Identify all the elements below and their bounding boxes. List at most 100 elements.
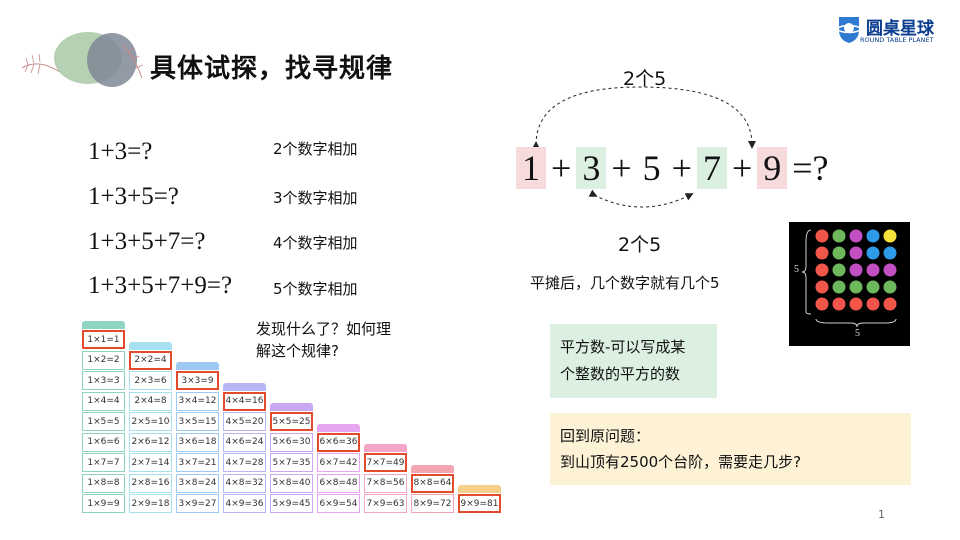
term-7: 7 [696,147,727,189]
page-title: 具体试探，找寻规律 [150,54,394,84]
table-column-tab [364,444,407,452]
problem-line-2: 到山顶有2500个台阶，需要走几步? [560,453,802,471]
table-cell: 6×9=54 [317,494,360,513]
logo-name: 圆桌星球 [866,19,934,39]
table-column-tab [223,382,266,391]
dot-grid-bottom-label: 5 [855,328,860,339]
table-cell: 9×9=81 [458,494,501,513]
table-cell: 5×5=25 [270,412,313,431]
table-cell: 3×9=27 [176,494,219,513]
grid-dot [832,229,846,243]
table-cell: 4×6=24 [223,432,266,452]
table-column-tab [82,321,125,329]
table-cell: 3×7=21 [176,453,219,472]
table-cell: 4×8=32 [223,473,266,493]
problem-line-1: 回到原问题： [560,427,651,445]
table-cell: 1×1=1 [82,330,125,349]
table-cell: 2×9=18 [129,494,172,513]
table-cell: 2×3=6 [129,371,172,390]
plus-sign: + [551,148,572,188]
table-cell: 1×4=4 [82,391,125,411]
grid-dot [866,246,880,260]
table-cell: 2×5=10 [129,412,172,431]
table-cell: 4×9=36 [223,494,266,513]
grid-dot [849,263,863,277]
decorative-leaves [21,32,144,87]
table-cell: 5×8=40 [270,473,313,493]
page-number: 1 [878,508,885,521]
logo: 圆桌星球 ROUND TABLE PLANET [836,14,946,48]
grid-dot [883,297,897,311]
spread-note: 平摊后，几个数字就有几个5 [530,274,720,292]
equation-3: 1+3+5+7=? [88,228,206,255]
plus-sign: + [731,148,753,188]
table-cell: 2×7=14 [129,453,172,472]
term-9: 9 [757,147,788,189]
equation-1: 1+3=? [88,138,153,165]
table-cell: 6×8=48 [317,473,360,493]
grid-dot [866,297,880,311]
table-cell: 3×4=12 [176,391,219,411]
logo-subtitle: ROUND TABLE PLANET [860,36,934,44]
grid-dot [815,297,829,311]
bottom-bracket [815,318,897,328]
grid-dot [815,280,829,294]
table-cell: 5×9=45 [270,494,313,513]
table-column-tab [317,423,360,432]
table-cell: 3×5=15 [176,412,219,431]
pairing-arcs [531,86,756,208]
table-cell: 1×8=8 [82,473,125,493]
table-cell: 8×9=72 [411,494,454,513]
table-cell: 6×7=42 [317,453,360,472]
grid-dot [832,263,846,277]
term-1: 1 [516,147,546,189]
equation-4: 1+3+5+7+9=? [88,272,233,299]
table-cell: 4×5=20 [223,412,266,431]
square-number-box: 平方数-可以写成某 个整数的平方的数 [550,324,717,398]
question-text: 发现什么了？如何理 解这个规律? [256,318,391,362]
grid-dot [866,263,880,277]
term-5: 5 [642,148,661,188]
equation-1-label: 2个数字相加 [273,140,358,158]
table-cell: 1×9=9 [82,494,125,513]
table-cell: 8×8=64 [411,473,454,493]
table-column-tab [458,485,501,493]
table-cell: 7×7=49 [364,453,407,472]
equation-2: 1+3+5=? [88,183,179,210]
equation-2-label: 3个数字相加 [273,189,358,207]
dot-grid-left-label: 5 [794,264,799,275]
equals-question: =? [792,148,829,188]
question-line-1: 发现什么了？如何理 [256,320,392,338]
plus-sign: + [611,148,632,188]
table-cell: 2×8=16 [129,473,172,493]
arc-top-label: 2个5 [623,68,667,90]
grid-dot [832,246,846,260]
table-column-tab [129,341,172,350]
planet-logo-icon [837,17,861,43]
grid-dot [815,229,829,243]
table-cell: 6×6=36 [317,432,360,452]
grid-dot [849,297,863,311]
grid-dot [849,246,863,260]
grid-dot [883,280,897,294]
table-column-tab [411,464,454,473]
table-column-tab [270,403,313,411]
grid-dot [866,229,880,243]
arc-bottom-label: 2个5 [618,234,662,256]
grid-dot [883,229,897,243]
table-cell: 1×5=5 [82,412,125,431]
table-cell: 1×7=7 [82,453,125,472]
grid-dot [883,263,897,277]
table-cell: 2×2=4 [129,350,172,370]
left-bracket [801,229,812,315]
table-cell: 7×8=56 [364,473,407,493]
table-column-tab [176,362,219,370]
grid-dot [815,263,829,277]
table-cell: 2×4=8 [129,391,172,411]
square-box-line-2: 个整数的平方的数 [560,365,681,383]
table-cell: 4×7=28 [223,453,266,472]
grid-dot [849,280,863,294]
grid-dot [883,246,897,260]
dot-grid [801,229,897,328]
